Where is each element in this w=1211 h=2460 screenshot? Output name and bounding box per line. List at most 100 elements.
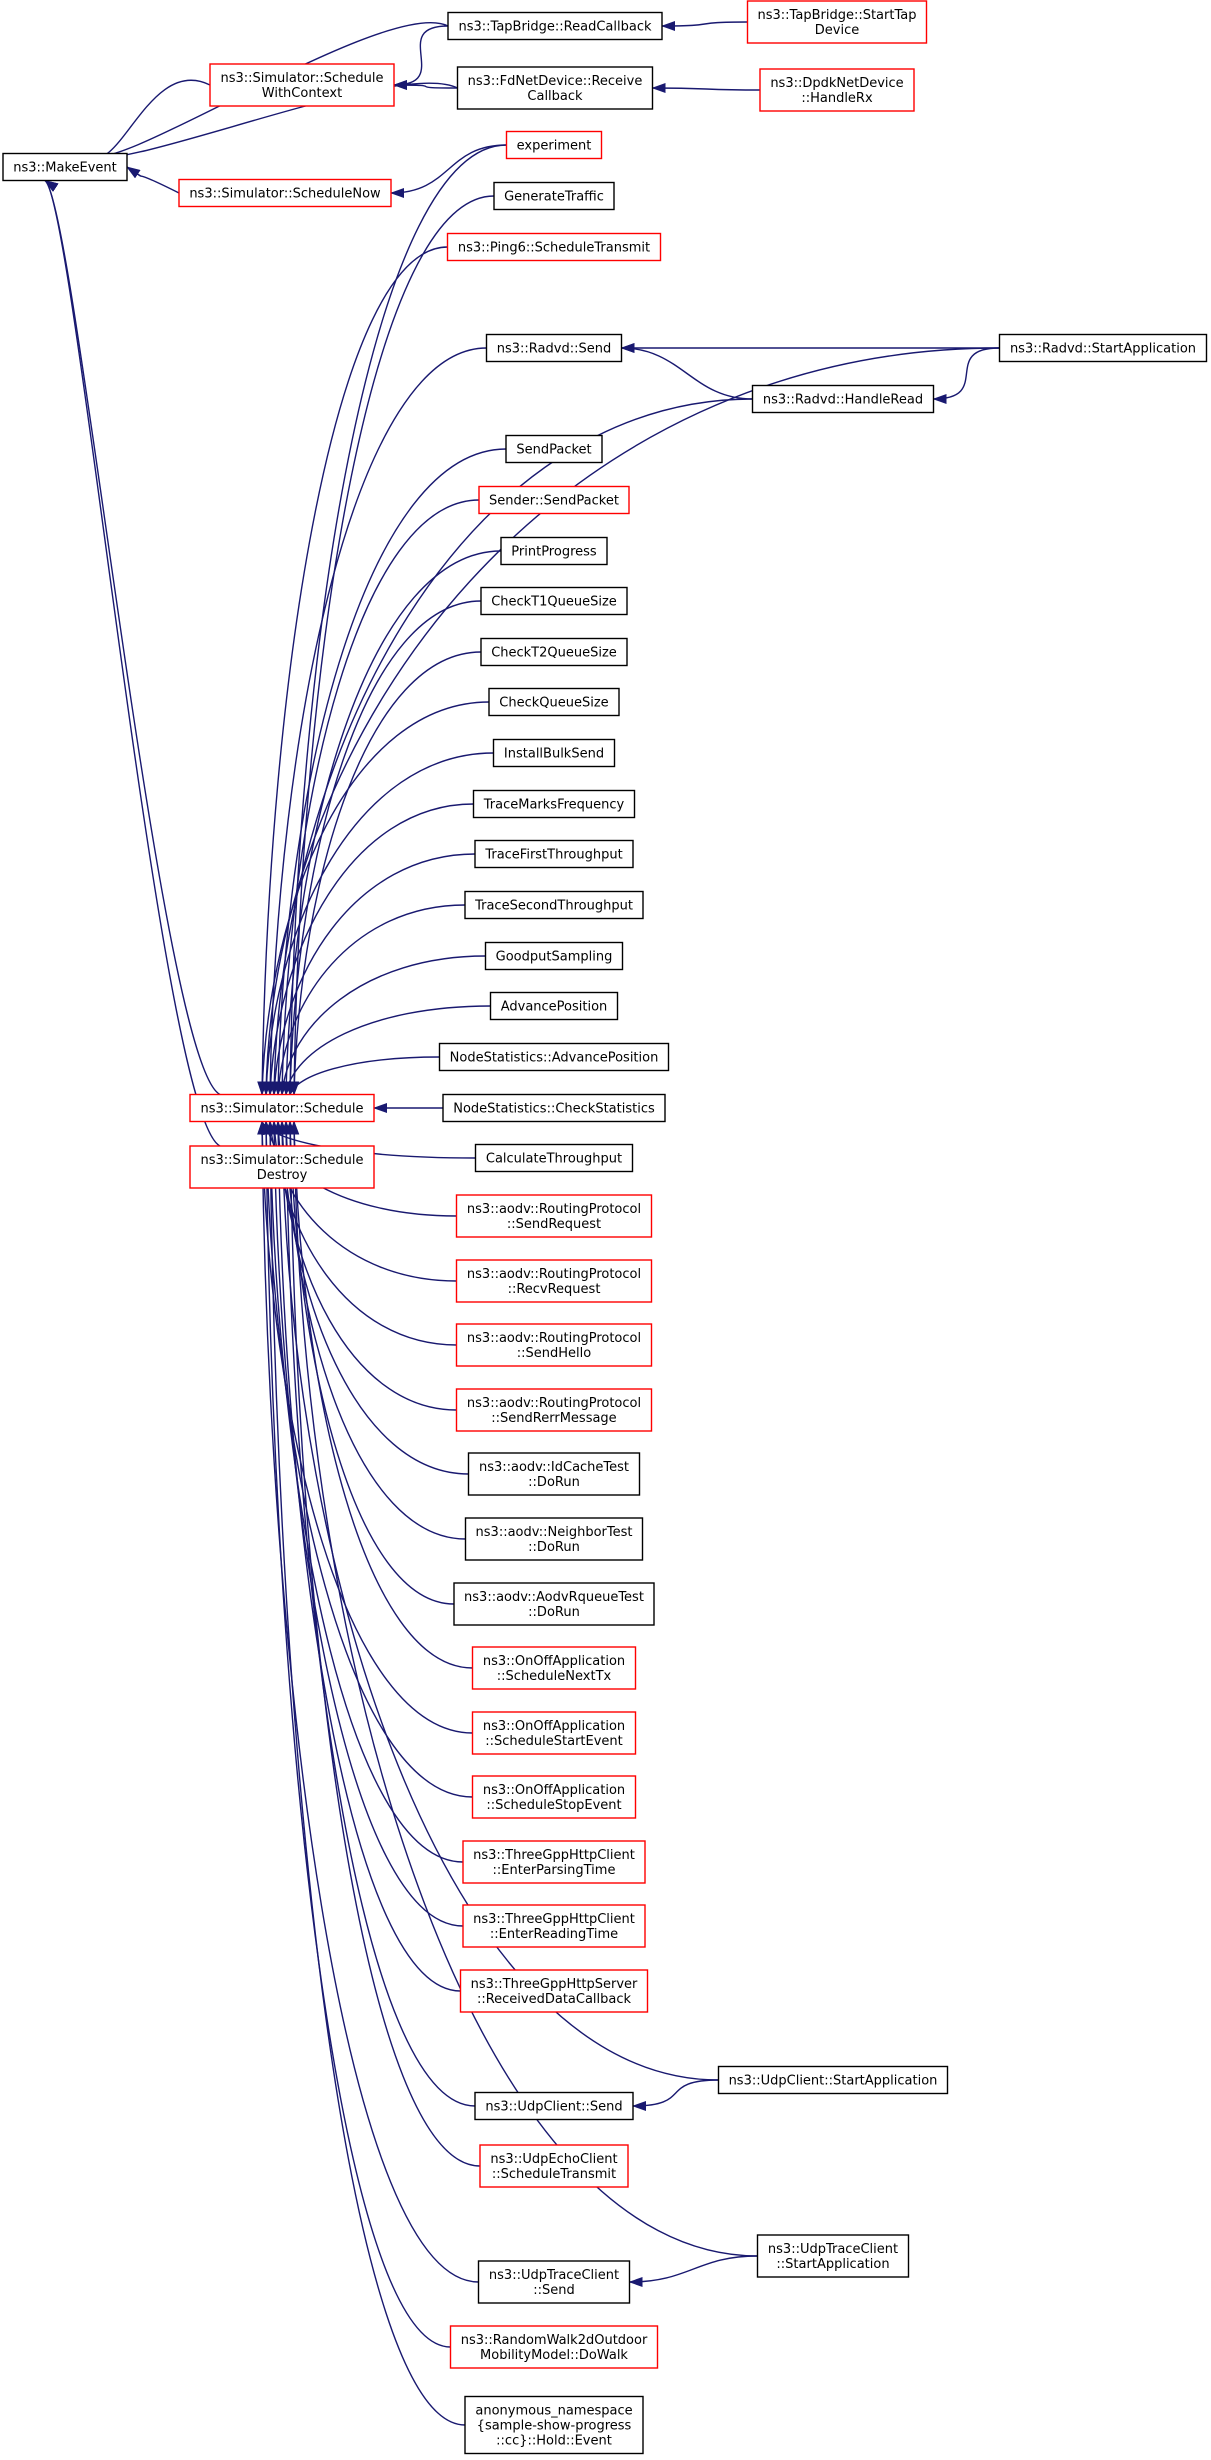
node-box[interactable] — [485, 333, 623, 363]
node-box[interactable] — [477, 2260, 631, 2304]
node-httpread[interactable]: ns3::ThreeGppHttpClient::EnterReadingTim… — [462, 1904, 646, 1948]
node-box[interactable] — [474, 2091, 634, 2121]
node-box[interactable] — [484, 941, 624, 971]
node-box[interactable] — [446, 232, 662, 262]
node-box[interactable] — [189, 1093, 375, 1123]
node-box[interactable] — [478, 485, 630, 515]
node-box[interactable] — [759, 68, 915, 112]
node-advpos[interactable]: AdvancePosition — [489, 991, 619, 1021]
node-sendpacket[interactable]: SendPacket — [505, 434, 603, 464]
node-box[interactable] — [492, 738, 616, 768]
node-box[interactable] — [480, 586, 628, 616]
node-box[interactable] — [471, 1646, 637, 1690]
node-box[interactable] — [2, 152, 128, 182]
node-experiment[interactable]: experiment — [505, 130, 603, 160]
node-radvdread[interactable]: ns3::Radvd::HandleRead — [751, 384, 935, 414]
node-box[interactable] — [455, 1323, 653, 1367]
node-aodvrerr[interactable]: ns3::aodv::RoutingProtocol::SendRerrMess… — [455, 1388, 653, 1432]
node-onoffstop[interactable]: ns3::OnOffApplication::ScheduleStopEvent — [471, 1775, 637, 1819]
node-gentraffic[interactable]: GenerateTraffic — [493, 181, 615, 211]
node-box[interactable] — [480, 637, 628, 667]
node-box[interactable] — [467, 1452, 641, 1496]
node-ct1[interactable]: CheckT1QueueSize — [480, 586, 628, 616]
node-ct2[interactable]: CheckT2QueueSize — [480, 637, 628, 667]
node-anon[interactable]: anonymous_namespace{sample-show-progress… — [464, 2395, 644, 2455]
node-schedule[interactable]: ns3::Simulator::Schedule — [189, 1093, 375, 1123]
node-box[interactable] — [456, 66, 654, 110]
node-box[interactable] — [459, 1969, 649, 2013]
node-onoffstart[interactable]: ns3::OnOffApplication::ScheduleStartEven… — [471, 1711, 637, 1755]
node-radvdsend[interactable]: ns3::Radvd::Send — [485, 333, 623, 363]
node-aodvrq[interactable]: ns3::aodv::AodvRqueueTest::DoRun — [453, 1582, 655, 1626]
node-cqs[interactable]: CheckQueueSize — [488, 687, 620, 717]
node-ibs[interactable]: InstallBulkSend — [492, 738, 616, 768]
node-udptrsend[interactable]: ns3::UdpTraceClient::Send — [477, 2260, 631, 2304]
node-box[interactable] — [464, 890, 644, 920]
node-box[interactable] — [189, 1145, 375, 1189]
node-box[interactable] — [488, 687, 620, 717]
node-radvdstart[interactable]: ns3::Radvd::StartApplication — [998, 333, 1208, 363]
node-box[interactable] — [474, 1143, 634, 1173]
node-schednow[interactable]: ns3::Simulator::ScheduleNow — [178, 178, 392, 208]
node-udptrstart[interactable]: ns3::UdpTraceClient::StartApplication — [756, 2234, 910, 2278]
node-box[interactable] — [453, 1582, 655, 1626]
node-box[interactable] — [493, 181, 615, 211]
node-aodvidc[interactable]: ns3::aodv::IdCacheTest::DoRun — [467, 1452, 641, 1496]
node-onofftx[interactable]: ns3::OnOffApplication::ScheduleNextTx — [471, 1646, 637, 1690]
node-box[interactable] — [455, 1194, 653, 1238]
node-box[interactable] — [472, 789, 636, 819]
node-box[interactable] — [464, 1517, 644, 1561]
node-box[interactable] — [756, 2234, 910, 2278]
node-aodvhello[interactable]: ns3::aodv::RoutingProtocol::SendHello — [455, 1323, 653, 1367]
node-box[interactable] — [505, 130, 603, 160]
node-tft[interactable]: TraceFirstThroughput — [474, 839, 634, 869]
node-makeevent[interactable]: ns3::MakeEvent — [2, 152, 128, 182]
node-box[interactable] — [471, 1775, 637, 1819]
node-httpparse[interactable]: ns3::ThreeGppHttpClient::EnterParsingTim… — [462, 1840, 646, 1884]
node-gps[interactable]: GoodputSampling — [484, 941, 624, 971]
node-aodvrreq[interactable]: ns3::aodv::RoutingProtocol::RecvRequest — [455, 1259, 653, 1303]
node-printprog[interactable]: PrintProgress — [500, 536, 608, 566]
node-aodvsreq[interactable]: ns3::aodv::RoutingProtocol::SendRequest — [455, 1194, 653, 1238]
node-box[interactable] — [717, 2065, 949, 2095]
node-udpecho[interactable]: ns3::UdpEchoClient::ScheduleTransmit — [479, 2144, 629, 2188]
node-box[interactable] — [462, 1840, 646, 1884]
node-aodvnb[interactable]: ns3::aodv::NeighborTest::DoRun — [464, 1517, 644, 1561]
node-box[interactable] — [447, 11, 663, 41]
node-httpsrv[interactable]: ns3::ThreeGppHttpServer::ReceivedDataCal… — [459, 1969, 649, 2013]
node-nsadv[interactable]: NodeStatistics::AdvancePosition — [438, 1042, 670, 1072]
node-nscheck[interactable]: NodeStatistics::CheckStatistics — [442, 1093, 666, 1123]
node-box[interactable] — [455, 1259, 653, 1303]
node-rw2d[interactable]: ns3::RandomWalk2dOutdoorMobilityModel::D… — [449, 2325, 659, 2369]
node-tapreadcb[interactable]: ns3::TapBridge::ReadCallback — [447, 11, 663, 41]
node-box[interactable] — [438, 1042, 670, 1072]
node-box[interactable] — [455, 1388, 653, 1432]
node-box[interactable] — [489, 991, 619, 1021]
node-calcthr[interactable]: CalculateThroughput — [474, 1143, 634, 1173]
node-box[interactable] — [746, 0, 928, 44]
node-box[interactable] — [449, 2325, 659, 2369]
node-tst[interactable]: TraceSecondThroughput — [464, 890, 644, 920]
node-box[interactable] — [178, 178, 392, 208]
node-box[interactable] — [471, 1711, 637, 1755]
node-ping6[interactable]: ns3::Ping6::ScheduleTransmit — [446, 232, 662, 262]
node-box[interactable] — [474, 839, 634, 869]
node-box[interactable] — [442, 1093, 666, 1123]
node-box[interactable] — [462, 1904, 646, 1948]
node-box[interactable] — [505, 434, 603, 464]
node-udpstart[interactable]: ns3::UdpClient::StartApplication — [717, 2065, 949, 2095]
node-dpdk[interactable]: ns3::DpdkNetDevice::HandleRx — [759, 68, 915, 112]
node-box[interactable] — [998, 333, 1208, 363]
node-udpsend[interactable]: ns3::UdpClient::Send — [474, 2091, 634, 2121]
node-box[interactable] — [464, 2395, 644, 2455]
node-box[interactable] — [500, 536, 608, 566]
node-tmf[interactable]: TraceMarksFrequency — [472, 789, 636, 819]
node-box[interactable] — [751, 384, 935, 414]
node-sendersp[interactable]: Sender::SendPacket — [478, 485, 630, 515]
node-box[interactable] — [479, 2144, 629, 2188]
node-box[interactable] — [209, 63, 395, 107]
